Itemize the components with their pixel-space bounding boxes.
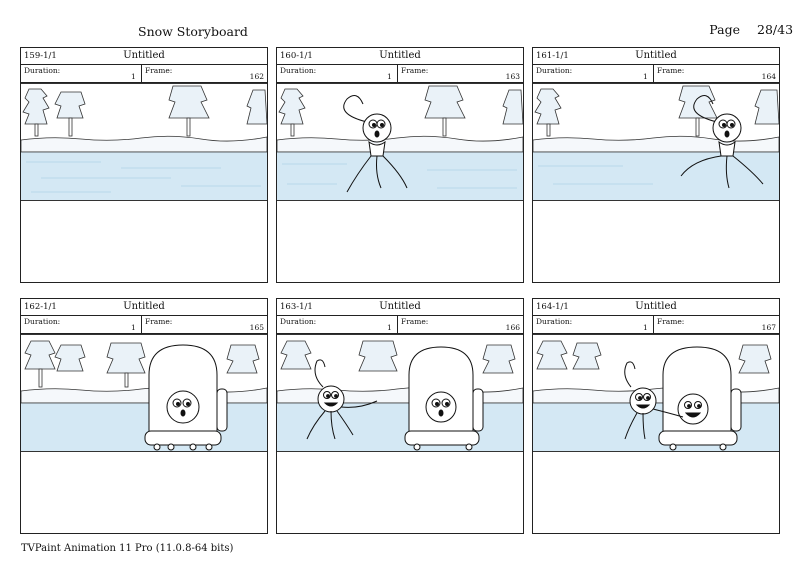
panel-id: 161-1/1: [536, 51, 569, 61]
frame-label: Frame:: [401, 66, 429, 75]
panel-header: 163-1/1 Untitled: [277, 299, 523, 316]
duration-label: Duration:: [536, 317, 573, 326]
panel-name: Untitled: [123, 301, 165, 312]
panel-name: Untitled: [123, 50, 165, 61]
panel-meta: Duration: 1 Frame: 165: [21, 316, 267, 334]
frame-value: 166: [505, 323, 520, 332]
duration-value: 1: [131, 72, 136, 81]
panel-id: 162-1/1: [24, 302, 57, 312]
panel-header: 159-1/1 Untitled: [21, 48, 267, 65]
panel-id: 159-1/1: [24, 51, 57, 61]
storyboard-panel[interactable]: 159-1/1 Untitled Duration: 1 Frame: 162: [20, 47, 268, 283]
duration-value: 1: [387, 323, 392, 332]
page-number: 28/43: [757, 22, 794, 37]
duration-label: Duration:: [24, 66, 61, 75]
footer-text: TVPaint Animation 11 Pro (11.0.8-64 bits…: [21, 543, 234, 554]
panel-header: 161-1/1 Untitled: [533, 48, 779, 65]
snow-landscape-big-creature-image: [21, 335, 267, 451]
frame-value: 167: [761, 323, 776, 332]
duration-label: Duration:: [280, 66, 317, 75]
storyboard-panel[interactable]: 160-1/1 Untitled Duration: 1 Frame: 163: [276, 47, 524, 283]
panel-header: 160-1/1 Untitled: [277, 48, 523, 65]
frame-label: Frame:: [145, 317, 173, 326]
duration-label: Duration:: [24, 317, 61, 326]
frame-label: Frame:: [145, 66, 173, 75]
panel-meta: Duration: 1 Frame: 166: [277, 316, 523, 334]
panel-meta: Duration: 1 Frame: 164: [533, 65, 779, 83]
frame-label: Frame:: [401, 317, 429, 326]
storyboard-panel[interactable]: 161-1/1 Untitled Duration: 1 Frame: 164: [532, 47, 780, 283]
panel-image: [277, 83, 523, 201]
snow-landscape-creature-image: [533, 84, 779, 200]
duration-value: 1: [387, 72, 392, 81]
frame-label: Frame:: [657, 66, 685, 75]
panel-name: Untitled: [635, 301, 677, 312]
frame-value: 162: [249, 72, 264, 81]
panel-image: [533, 83, 779, 201]
snow-landscape-creatures-hug-image: [533, 335, 779, 451]
page-label: Page: [709, 22, 740, 37]
storyboard-panel[interactable]: 163-1/1 Untitled Duration: 1 Frame: 166: [276, 298, 524, 534]
panel-image: [277, 334, 523, 452]
frame-value: 165: [249, 323, 264, 332]
duration-label: Duration:: [536, 66, 573, 75]
panel-id: 163-1/1: [280, 302, 313, 312]
snow-landscape-two-creatures-image: [277, 335, 523, 451]
storyboard-panel[interactable]: 164-1/1 Untitled Duration: 1 Frame: 167: [532, 298, 780, 534]
panel-meta: Duration: 1 Frame: 167: [533, 316, 779, 334]
duration-value: 1: [643, 72, 648, 81]
snow-landscape-creature-image: [277, 84, 523, 200]
storyboard-panel[interactable]: 162-1/1 Untitled Duration: 1 Frame: 165: [20, 298, 268, 534]
document-title: Snow Storyboard: [138, 24, 248, 39]
panel-id: 160-1/1: [280, 51, 313, 61]
panel-header: 162-1/1 Untitled: [21, 299, 267, 316]
panel-name: Untitled: [379, 301, 421, 312]
panel-meta: Duration: 1 Frame: 163: [277, 65, 523, 83]
frame-label: Frame:: [657, 317, 685, 326]
panel-image: [21, 334, 267, 452]
frame-value: 164: [761, 72, 776, 81]
snow-landscape-image: [21, 84, 267, 200]
panel-image: [533, 334, 779, 452]
duration-value: 1: [131, 323, 136, 332]
panel-image: [21, 83, 267, 201]
duration-label: Duration:: [280, 317, 317, 326]
panel-name: Untitled: [379, 50, 421, 61]
panel-name: Untitled: [635, 50, 677, 61]
panel-meta: Duration: 1 Frame: 162: [21, 65, 267, 83]
panel-id: 164-1/1: [536, 302, 569, 312]
duration-value: 1: [643, 323, 648, 332]
panel-header: 164-1/1 Untitled: [533, 299, 779, 316]
frame-value: 163: [505, 72, 520, 81]
